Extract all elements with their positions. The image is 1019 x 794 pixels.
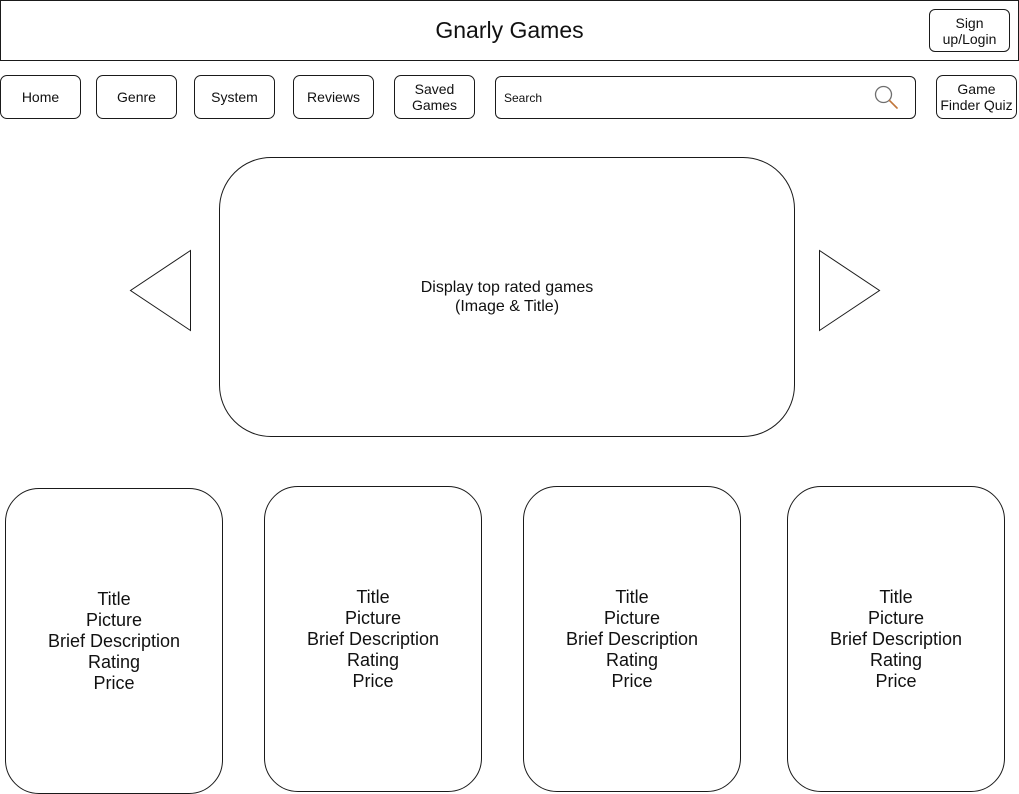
nav-system-button[interactable]: System: [194, 75, 275, 119]
nav-game-finder-quiz-button[interactable]: Game Finder Quiz: [936, 75, 1017, 119]
carousel-prev-icon[interactable]: [129, 249, 192, 332]
nav-genre-label: Genre: [117, 89, 156, 105]
card-rating: Rating: [869, 649, 922, 670]
card-description: Brief Description: [829, 628, 963, 649]
card-rating: Rating: [605, 649, 658, 670]
card-price: Price: [352, 670, 394, 691]
card-picture: Picture: [867, 607, 924, 628]
card-price: Price: [611, 670, 653, 691]
card-title: Title: [356, 586, 390, 607]
game-card[interactable]: Title Picture Brief Description Rating P…: [523, 486, 741, 792]
nav-system-label: System: [211, 89, 258, 105]
game-card[interactable]: Title Picture Brief Description Rating P…: [5, 488, 223, 794]
card-picture: Picture: [85, 609, 142, 630]
card-title: Title: [879, 586, 913, 607]
site-header: Gnarly Games: [0, 0, 1019, 61]
nav-genre-button[interactable]: Genre: [96, 75, 177, 119]
card-price: Price: [875, 670, 917, 691]
card-description: Brief Description: [565, 628, 699, 649]
nav-saved-games-button[interactable]: Saved Games: [394, 75, 475, 119]
nav-game-finder-quiz-label: Game Finder Quiz: [940, 81, 1013, 113]
card-picture: Picture: [603, 607, 660, 628]
search-box: [495, 76, 916, 119]
game-card[interactable]: Title Picture Brief Description Rating P…: [264, 486, 482, 792]
card-title: Title: [615, 586, 649, 607]
carousel-text: Display top rated games (Image & Title): [420, 279, 594, 315]
site-title: Gnarly Games: [435, 17, 584, 43]
nav-reviews-label: Reviews: [307, 89, 360, 105]
nav-home-button[interactable]: Home: [0, 75, 81, 119]
signup-login-label: Sign up/Login: [942, 14, 997, 47]
card-rating: Rating: [346, 649, 399, 670]
signup-login-button[interactable]: Sign up/Login: [929, 9, 1010, 52]
nav-saved-games-label: Saved Games: [411, 81, 458, 113]
nav-home-label: Home: [21, 89, 60, 105]
search-icon[interactable]: [873, 84, 899, 110]
game-card[interactable]: Title Picture Brief Description Rating P…: [787, 486, 1005, 792]
card-description: Brief Description: [47, 630, 181, 651]
card-rating: Rating: [87, 651, 140, 672]
search-input[interactable]: [504, 90, 864, 106]
card-title: Title: [97, 588, 131, 609]
nav-reviews-button[interactable]: Reviews: [293, 75, 374, 119]
card-price: Price: [93, 672, 135, 693]
carousel-next-icon[interactable]: [818, 249, 881, 332]
card-picture: Picture: [344, 607, 401, 628]
card-description: Brief Description: [306, 628, 440, 649]
featured-games-carousel[interactable]: Display top rated games (Image & Title): [219, 157, 795, 437]
